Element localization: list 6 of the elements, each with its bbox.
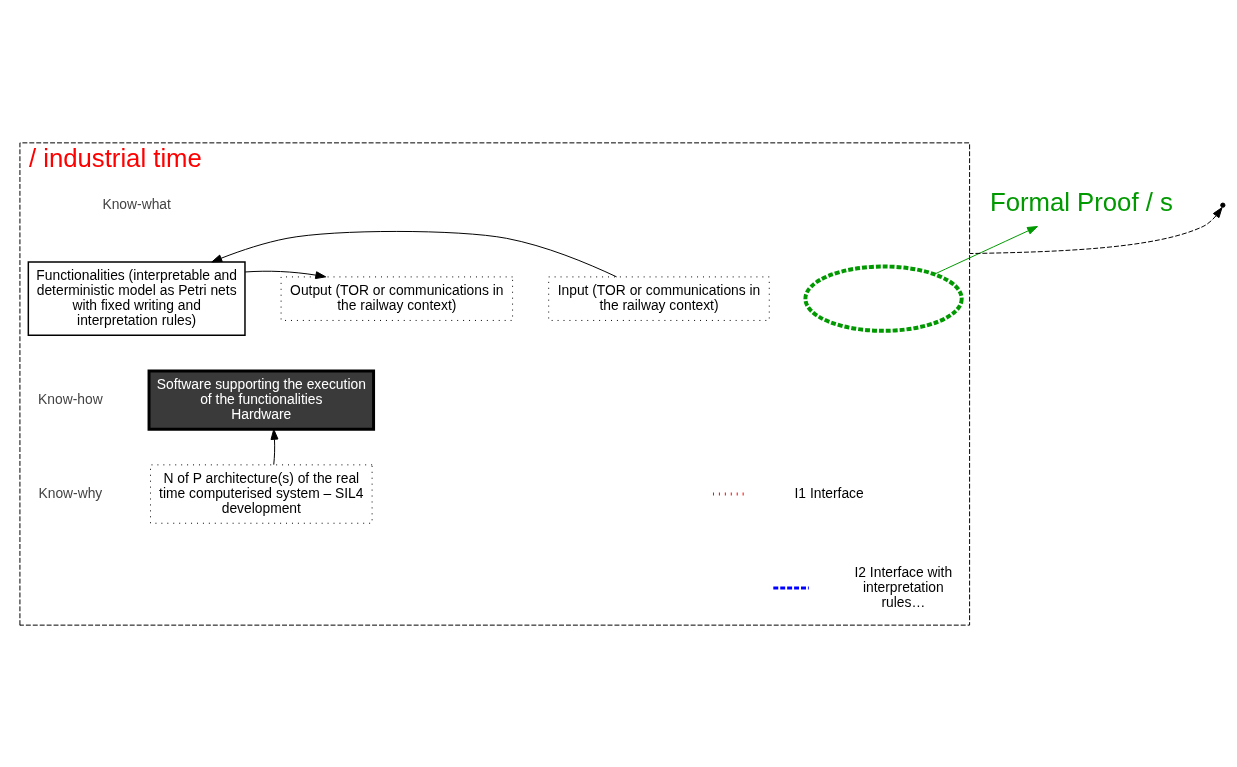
node-text: Formal Proof / s xyxy=(989,187,1173,216)
label: Know-why xyxy=(38,484,103,501)
legend-label: I2 Interface with interpretation rules… xyxy=(854,563,953,610)
label: Know-how xyxy=(38,390,103,407)
label: Know-what xyxy=(102,195,171,212)
legend-label: I1 Interface xyxy=(794,484,864,501)
